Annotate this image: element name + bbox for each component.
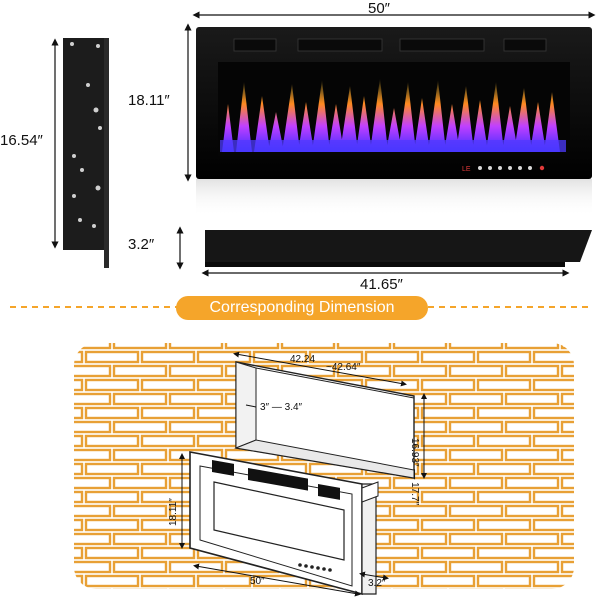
control-buttons bbox=[478, 166, 532, 170]
base-stand bbox=[176, 226, 592, 277]
side-depth-label: 16.54″ bbox=[0, 132, 43, 149]
corresponding-dimension-banner: Corresponding Dimension bbox=[176, 296, 428, 320]
base-depth-label: 3.2″ bbox=[128, 236, 155, 253]
front-width-label: 50″ bbox=[368, 0, 390, 17]
opening-width-max-label: ~42.64″ bbox=[326, 362, 361, 373]
svg-text:LE: LE bbox=[462, 166, 471, 173]
opening-height-label: 16.93″ — 17.7″ bbox=[409, 438, 420, 506]
opening-width-label: 42.24 bbox=[290, 354, 316, 365]
base-width-label: 41.65″ bbox=[360, 276, 403, 293]
fireplace-unit-outline bbox=[189, 451, 379, 596]
front-height-label: 18.11″ bbox=[128, 92, 170, 109]
unit-depth-label: 3.2″ bbox=[368, 578, 386, 589]
unit-width-label: 50″ bbox=[250, 576, 265, 587]
front-view: LE bbox=[184, 11, 596, 217]
unit-height-label: 18.11″ bbox=[168, 498, 179, 526]
side-profile-view bbox=[51, 38, 109, 268]
flames bbox=[220, 78, 566, 152]
opening-depth-label: 3″ — 3.4″ bbox=[260, 402, 303, 413]
side-panel bbox=[63, 38, 108, 250]
installation-view bbox=[74, 343, 574, 597]
vent-grilles bbox=[233, 38, 547, 52]
